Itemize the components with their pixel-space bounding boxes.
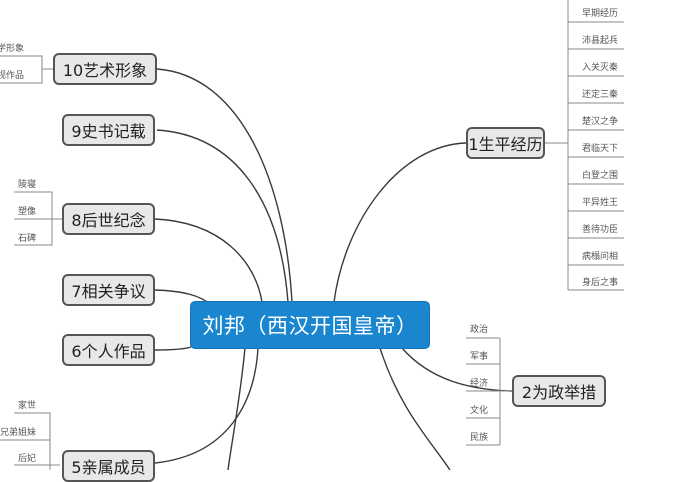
leaf-node[interactable]: 后妃 bbox=[18, 454, 37, 464]
leaf-node[interactable]: 楚汉之争 bbox=[582, 117, 619, 127]
topic-political-measures[interactable]: 2为政举措 bbox=[512, 375, 606, 407]
leaf-node[interactable]: 平异姓王 bbox=[582, 198, 619, 208]
leaf-node[interactable]: 还定三秦 bbox=[582, 90, 619, 100]
leaf-node[interactable]: 善待功臣 bbox=[582, 225, 619, 235]
leaf-node[interactable]: 石碑 bbox=[18, 234, 37, 244]
leaf-node[interactable]: 文学形象 bbox=[0, 44, 25, 54]
leaf-node[interactable]: 早期经历 bbox=[582, 9, 619, 19]
leaf-node[interactable]: 兄弟姐妹 bbox=[0, 428, 37, 438]
central-topic[interactable]: 刘邦（西汉开国皇帝） bbox=[191, 302, 429, 348]
topic-personal-works[interactable]: 6个人作品 bbox=[62, 334, 155, 366]
leaf-node[interactable]: 白登之围 bbox=[582, 171, 619, 181]
leaf-node[interactable]: 文化 bbox=[470, 406, 489, 416]
leaf-node[interactable]: 病榻问相 bbox=[582, 252, 619, 262]
leaf-node[interactable]: 君临天下 bbox=[582, 144, 619, 154]
mind-map-canvas: 刘邦（西汉开国皇帝） 1生平经历 2为政举措 5亲属成员 6个人作品 7相关争议… bbox=[0, 0, 624, 482]
leaf-node[interactable]: 塑像 bbox=[18, 207, 37, 217]
leaf-node[interactable]: 影视作品 bbox=[0, 71, 25, 81]
topic-life-experience[interactable]: 1生平经历 bbox=[466, 127, 545, 159]
leaf-node[interactable]: 身后之事 bbox=[582, 278, 619, 288]
leaf-node[interactable]: 入关灭秦 bbox=[582, 63, 619, 73]
leaf-node[interactable]: 陵寝 bbox=[18, 180, 37, 190]
connector-lines bbox=[0, 0, 624, 470]
topic-historical-records[interactable]: 9史书记载 bbox=[62, 114, 155, 146]
leaf-node[interactable]: 经济 bbox=[470, 379, 489, 389]
leaf-node[interactable]: 民族 bbox=[470, 433, 489, 443]
topic-relatives[interactable]: 5亲属成员 bbox=[62, 450, 155, 482]
leaf-node[interactable]: 军事 bbox=[470, 352, 489, 362]
leaf-node[interactable]: 政治 bbox=[470, 325, 489, 335]
topic-memorials[interactable]: 8后世纪念 bbox=[62, 203, 155, 235]
leaf-node[interactable]: 家世 bbox=[18, 401, 37, 411]
leaf-node[interactable]: 沛县起兵 bbox=[582, 36, 619, 46]
topic-artistic-image[interactable]: 10艺术形象 bbox=[53, 53, 157, 85]
topic-controversies[interactable]: 7相关争议 bbox=[62, 274, 155, 306]
